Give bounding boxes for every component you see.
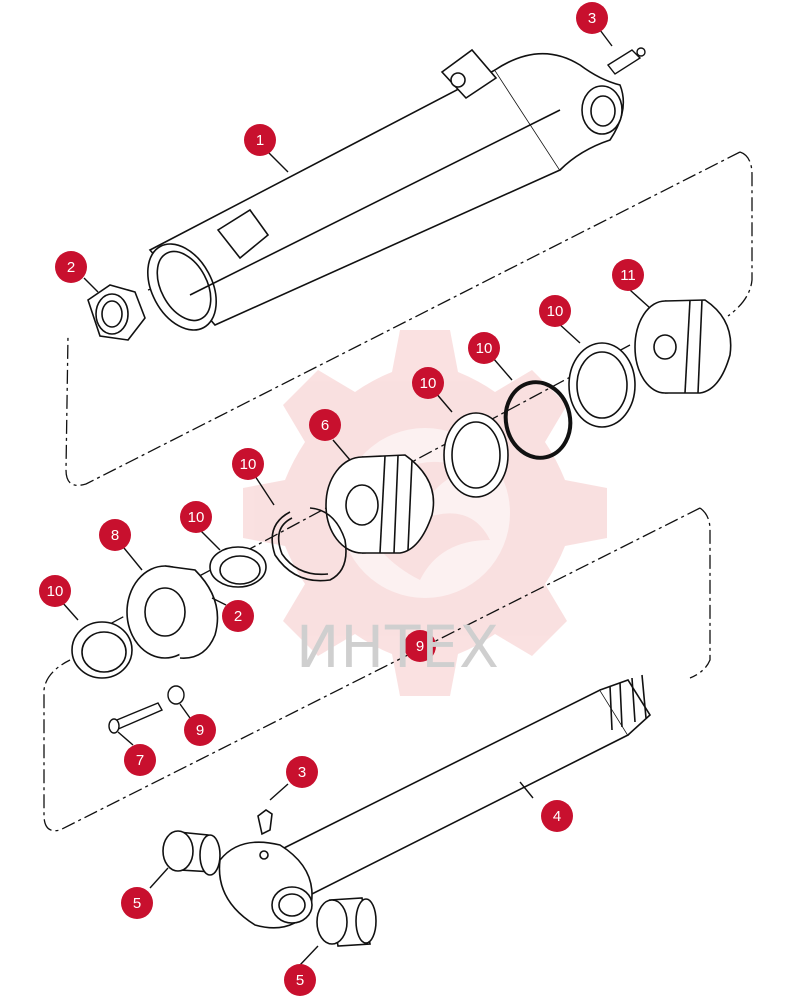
callout-badge xyxy=(222,600,254,632)
callout-badge xyxy=(232,448,264,480)
rod-seal-ring xyxy=(209,546,267,588)
callout-bushing-left: 5 xyxy=(121,887,153,919)
callout-number: 11 xyxy=(620,267,636,284)
callout-piston-rod: 4 xyxy=(541,800,573,832)
wear-ring xyxy=(443,412,509,498)
callout-badge xyxy=(404,630,436,662)
callout-badge xyxy=(124,744,156,776)
bushing-left xyxy=(162,830,221,876)
callout-number: 8 xyxy=(111,527,119,544)
gland xyxy=(126,565,219,659)
callout-badge xyxy=(286,756,318,788)
callout-piston-end: 11 xyxy=(612,259,644,291)
callout-gland-nut: 2 xyxy=(55,251,87,283)
callout-number: 3 xyxy=(588,10,596,27)
callout-seal-kit: 9 xyxy=(404,630,436,662)
watermark-text: ИНТЕХ xyxy=(296,613,500,681)
callout-number: 9 xyxy=(196,722,204,739)
grease-fitting-top-icon xyxy=(606,47,646,75)
callout-wiper-seal: 10 xyxy=(39,575,71,607)
callout-o-ring-black: 10 xyxy=(468,332,500,364)
wiper-seal-ring xyxy=(71,621,133,679)
callout-number: 2 xyxy=(67,259,75,276)
callout-number: 10 xyxy=(240,456,257,473)
callout-grease-fitting-rod: 3 xyxy=(286,756,318,788)
callout-number: 2 xyxy=(234,608,242,625)
callout-number: 5 xyxy=(296,972,304,989)
callout-badge xyxy=(412,367,444,399)
callout-badge xyxy=(612,259,644,291)
callout-badge xyxy=(309,409,341,441)
callouts: 1 2 2 3 3 4 5 5 6 7 8 9 9 10 10 10 10 10 10 11 xyxy=(39,2,644,996)
callout-badge xyxy=(180,501,212,533)
callout-wear-ring: 10 xyxy=(412,367,444,399)
callout-snap-ring: 10 xyxy=(232,448,264,480)
callout-badge xyxy=(99,519,131,551)
callout-number: 7 xyxy=(136,752,144,769)
callout-badge xyxy=(539,295,571,327)
callout-grease-fitting-barrel: 3 xyxy=(576,2,608,34)
cap-screw-icon xyxy=(108,685,185,734)
callout-badge xyxy=(576,2,608,34)
piston xyxy=(325,454,435,554)
snap-ring xyxy=(271,507,347,582)
callout-badge xyxy=(284,964,316,996)
callout-cylinder-barrel: 1 xyxy=(244,124,276,156)
callout-gland: 8 xyxy=(99,519,131,551)
callout-cap-screw: 7 xyxy=(124,744,156,776)
seal-ring-right xyxy=(568,342,636,428)
callout-rod-seal: 10 xyxy=(180,501,212,533)
callout-number: 9 xyxy=(416,638,424,655)
piston-end xyxy=(634,299,732,394)
callout-number: 10 xyxy=(476,340,493,357)
callout-number: 6 xyxy=(321,417,329,434)
callout-number: 5 xyxy=(133,895,141,912)
callout-badge xyxy=(468,332,500,364)
callout-number: 10 xyxy=(420,375,437,392)
callout-badge xyxy=(184,714,216,746)
hex-nut-icon xyxy=(87,284,146,341)
callout-backup-ring: 10 xyxy=(539,295,571,327)
cylinder-barrel xyxy=(147,48,625,331)
callout-number: 1 xyxy=(256,132,264,149)
callout-badge xyxy=(121,887,153,919)
piston-rod xyxy=(218,674,652,929)
callout-piston: 6 xyxy=(309,409,341,441)
o-ring-black xyxy=(503,380,573,460)
bushing-right xyxy=(316,897,377,947)
callout-number: 10 xyxy=(188,509,205,526)
callout-number: 3 xyxy=(298,764,306,781)
callout-badge xyxy=(55,251,87,283)
callout-badge xyxy=(39,575,71,607)
callout-number: 4 xyxy=(553,808,561,825)
callout-washer: 9 xyxy=(184,714,216,746)
callout-number: 10 xyxy=(547,303,564,320)
callout-badge xyxy=(244,124,276,156)
callout-badge xyxy=(541,800,573,832)
callout-bushing-right: 5 xyxy=(284,964,316,996)
callout-o-ring: 2 xyxy=(222,600,254,632)
callout-number: 10 xyxy=(47,583,64,600)
